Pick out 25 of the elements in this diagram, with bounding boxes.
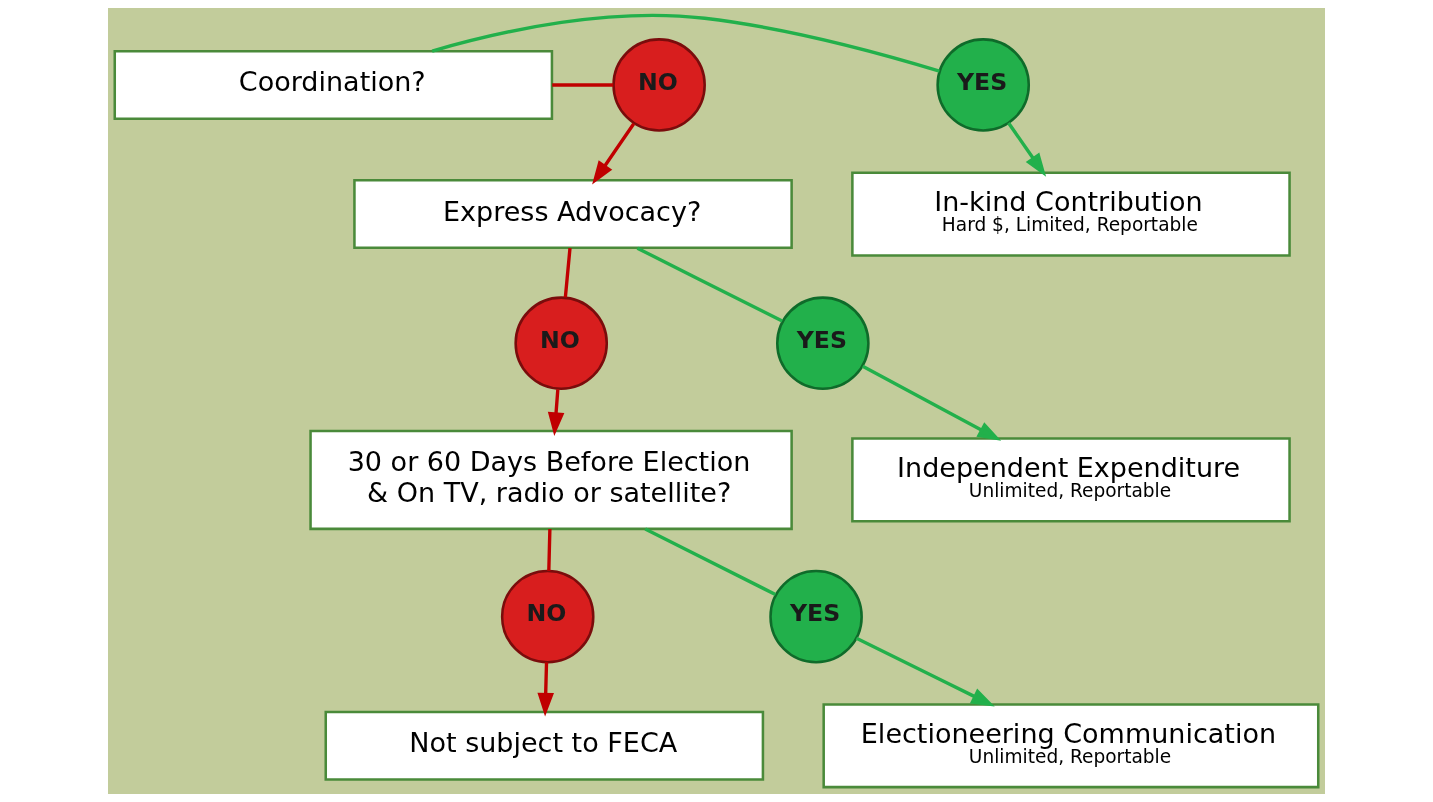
node-box: In-kind Contribution Hard $, Limited, Reportable	[851, 171, 1291, 257]
node-circle: NO	[514, 296, 609, 391]
arrow	[537, 662, 554, 717]
connector	[563, 248, 572, 298]
arrow	[1007, 122, 1047, 177]
node-box: Electioneering Communication Unlimited, Reportable	[822, 703, 1320, 789]
arrow	[861, 364, 1002, 441]
connector	[431, 13, 940, 73]
connector	[636, 246, 783, 323]
connector	[644, 527, 777, 597]
node-circle: YES	[936, 38, 1031, 132]
node-box: Not subject to FECA	[324, 710, 765, 781]
node-box: Independent Expenditure Unlimited, Reportable	[851, 437, 1291, 523]
arrow	[592, 122, 636, 185]
arrow	[855, 636, 995, 707]
node-box: Coordination?	[113, 49, 554, 120]
node-box: 30 or 60 Days Before Election & On TV, radio or satellite?	[309, 429, 793, 531]
node-circle: NO	[500, 569, 595, 664]
node-circle: NO	[612, 38, 706, 132]
connector	[547, 528, 552, 571]
arrow	[547, 389, 565, 436]
node-circle: YES	[769, 569, 863, 664]
node-circle: YES	[776, 296, 870, 391]
node-box: Express Advocacy?	[353, 179, 793, 250]
connector	[552, 83, 614, 87]
